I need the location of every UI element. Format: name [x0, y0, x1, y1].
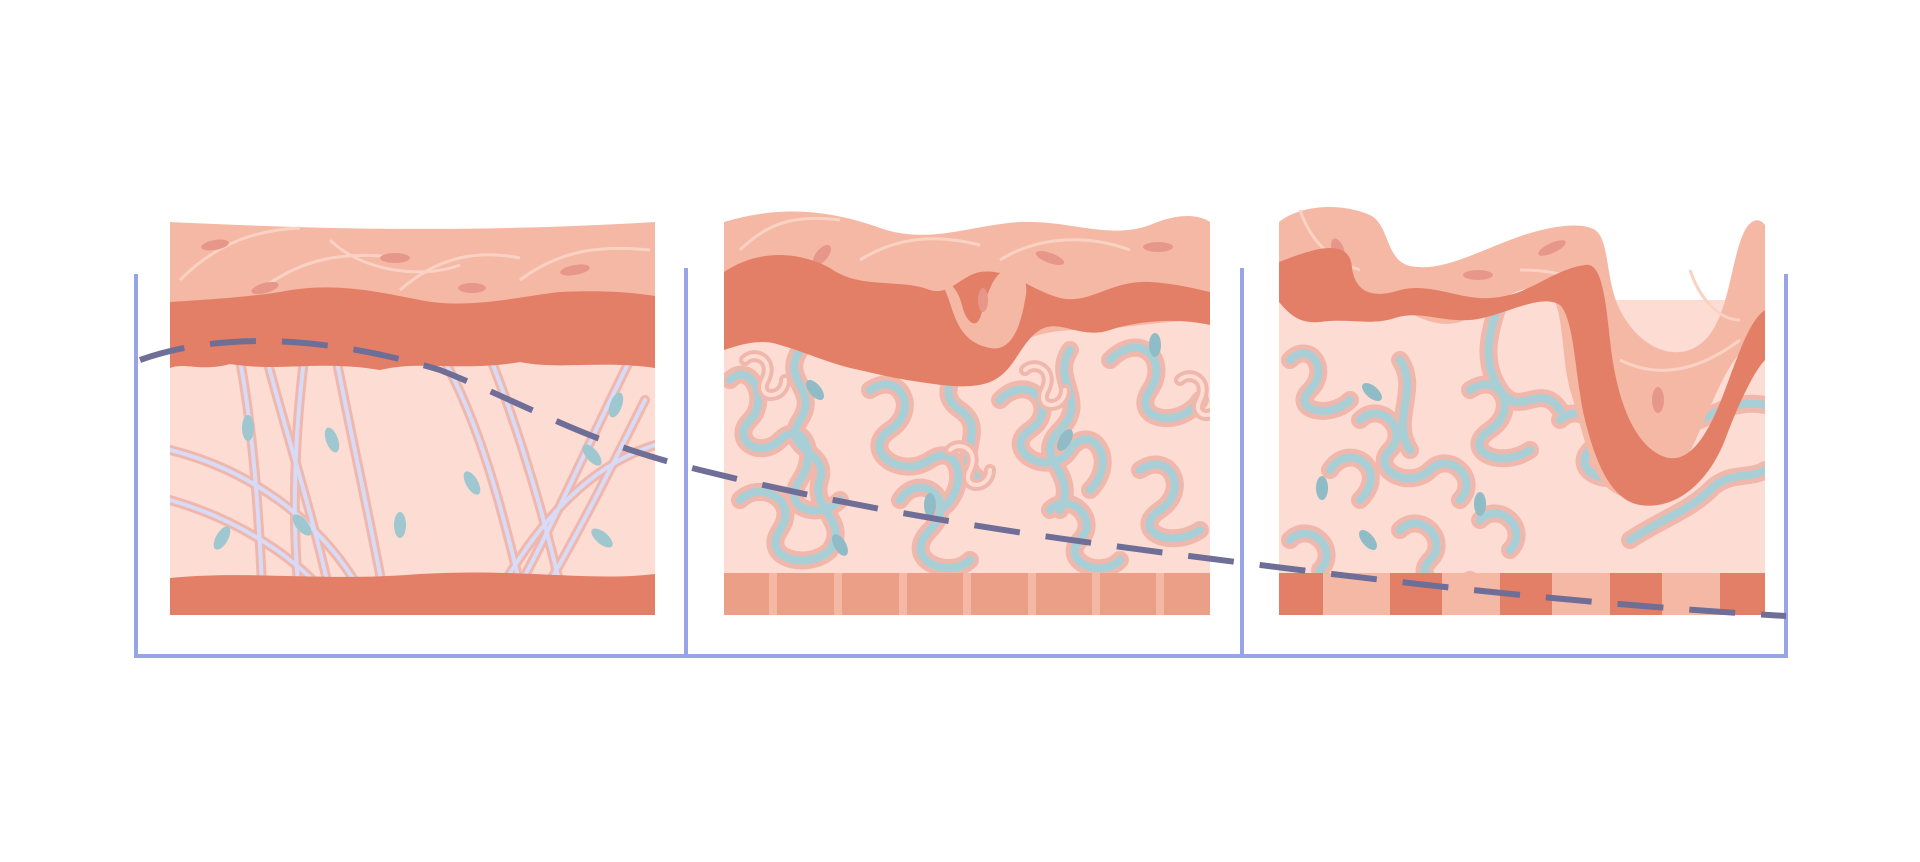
epidermis-cells — [813, 242, 1173, 265]
panel-aged-skin — [1279, 206, 1765, 615]
elastic-fibers — [170, 345, 655, 605]
panel-young-skin — [170, 222, 655, 615]
fibroblast-cells — [213, 392, 624, 550]
epidermis-layer — [1279, 206, 1765, 499]
epidermis-cells — [201, 239, 590, 295]
bracket-frame — [134, 268, 1788, 658]
fibroblast-cells — [1316, 383, 1486, 550]
coiled-fibers — [724, 331, 1210, 578]
epidermis-cell — [978, 288, 988, 312]
dashed-guide-line — [138, 338, 1787, 619]
epidermis-cell-lines — [738, 216, 1131, 262]
panel-middle-skin — [724, 211, 1210, 615]
fibroblast-cells — [806, 333, 1161, 556]
fat-layer — [170, 572, 655, 615]
epidermis-cell-lines — [178, 226, 651, 292]
dermal-junction-layer — [170, 287, 655, 370]
dermal-junction-layer — [1279, 247, 1765, 506]
fat-layer — [724, 573, 1210, 615]
fat-layer — [1279, 573, 1765, 615]
